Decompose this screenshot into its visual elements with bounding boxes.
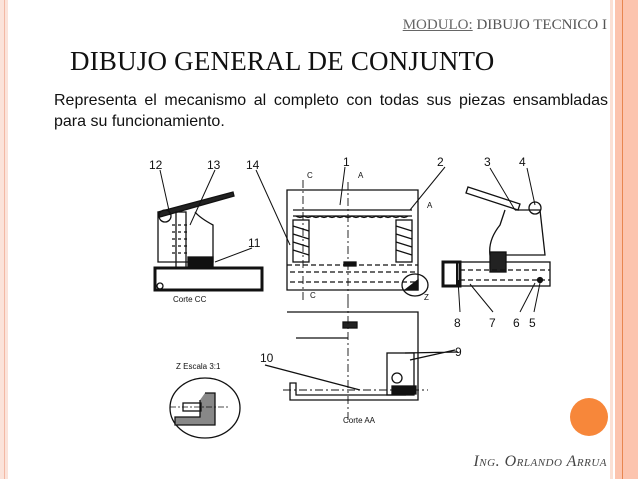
part-1: 1 [343,155,350,169]
right-border-line [622,0,623,479]
view-detail-z [169,377,241,439]
caption-detail-z: Z Escala 3:1 [176,362,221,371]
part-5: 5 [529,316,536,330]
section-mark-c-top: C [307,171,313,180]
caption-corte-cc: Corte CC [173,295,207,304]
part-10: 10 [260,351,274,365]
part-4: 4 [519,155,526,169]
view-corte-aa [264,300,459,420]
module-name: DIBUJO TECNICO I [472,17,607,33]
detail-mark-z: Z [424,293,429,302]
part-7: 7 [489,316,496,330]
part-9: 9 [455,345,462,359]
slide-title: DIBUJO GENERAL DE CONJUNTO [70,46,495,76]
part-11: 11 [248,236,261,250]
right-border-stripe [610,0,613,479]
part-2: 2 [437,155,444,169]
leader-lines [159,166,541,313]
section-mark-a-top: A [358,171,364,180]
part-8: 8 [454,316,461,330]
part-12: 12 [149,158,163,172]
caption-corte-aa: Corte AA [343,416,376,425]
module-header: MODULO: DIBUJO TECNICO I [403,17,607,34]
accent-circle [570,398,608,436]
view-corte-cc [153,191,264,292]
part-6: 6 [513,316,520,330]
slide-description: Representa el mecanismo al completo con … [54,92,608,130]
part-13: 13 [207,158,221,172]
part-3: 3 [484,155,491,169]
right-border [615,0,638,479]
view-front [286,180,429,300]
author-footer: Ing. Orlando Arrua [473,453,607,470]
part-14: 14 [246,158,260,172]
view-side [441,186,551,288]
left-border-line [4,0,5,479]
module-label: MODULO: [402,17,473,33]
section-mark-c-bottom: C [310,291,316,300]
section-mark-a-side: A [427,201,433,210]
